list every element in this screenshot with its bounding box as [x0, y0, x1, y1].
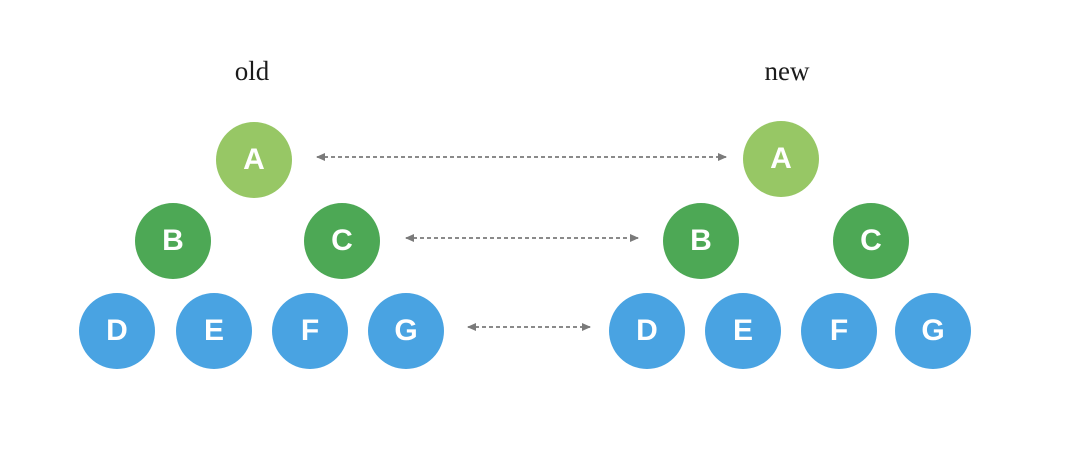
node-new-e: E [705, 293, 781, 369]
node-old-a: A [216, 122, 292, 198]
node-old-e: E [176, 293, 252, 369]
node-old-f: F [272, 293, 348, 369]
tree-label-old: old [234, 56, 270, 86]
node-new-b: B [663, 203, 739, 279]
node-old-g: G [368, 293, 444, 369]
node-new-c: C [833, 203, 909, 279]
tree-label-new: new [764, 56, 810, 86]
node-new-d: D [609, 293, 685, 369]
node-old-d: D [79, 293, 155, 369]
node-old-c: C [304, 203, 380, 279]
node-new-g: G [895, 293, 971, 369]
node-old-b: B [135, 203, 211, 279]
node-new-a: A [743, 121, 819, 197]
node-new-f: F [801, 293, 877, 369]
